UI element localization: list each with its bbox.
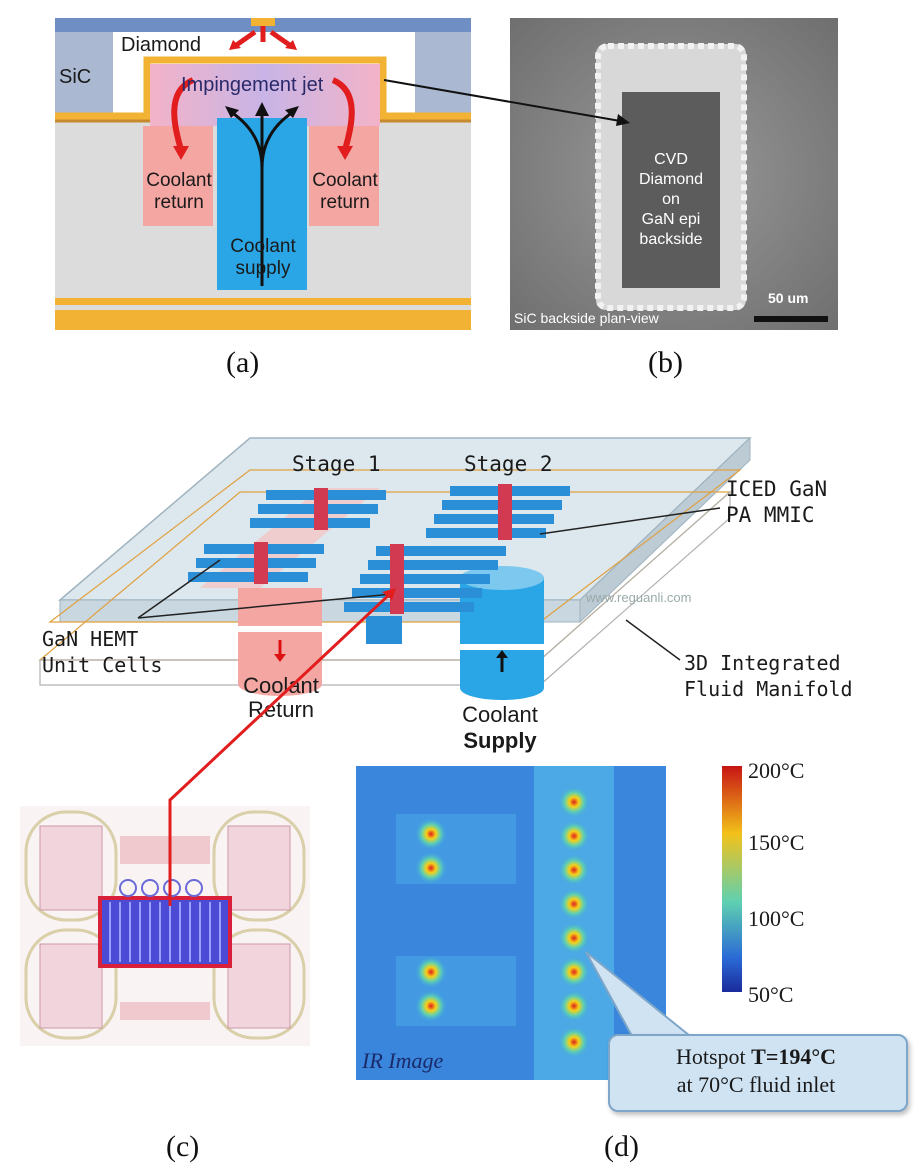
bottom-gold-1 (55, 298, 471, 305)
label-stage-1: Stage 1 (292, 452, 381, 476)
hotspots (415, 786, 590, 1058)
callout-line-2: at 70°C fluid inlet (676, 1072, 836, 1097)
label-stage-2: Stage 2 (464, 452, 553, 476)
watermark: www.reguanli.com (586, 590, 692, 605)
panel-b-sem: CVD Diamond on GaN epi backside 50 um Si… (510, 18, 838, 330)
temperature-colorbar (722, 766, 742, 992)
scale-bar (754, 316, 828, 322)
label-footer: SiC backside plan-view (514, 310, 659, 326)
bottom-gold-2 (55, 310, 471, 330)
heat-source (251, 18, 275, 26)
label-scale: 50 um (768, 290, 809, 306)
ir-thermal-image (356, 766, 666, 1080)
return-arrow-left (171, 77, 195, 151)
panel-c-layout (20, 806, 310, 1046)
caption-d: (d) (604, 1130, 639, 1163)
colorbar-tick-150: 150°C (748, 830, 805, 855)
callout-line-1: Hotspot T=194°C (675, 1044, 837, 1069)
mmic-layout (24, 810, 306, 1040)
label-diamond: Diamond (121, 34, 202, 56)
colorbar-tick-200: 200°C (748, 758, 805, 783)
label-ir-image: IR Image (362, 1048, 444, 1073)
sic-left (55, 32, 113, 116)
hotspot-callout (608, 1034, 908, 1112)
sic-right (415, 32, 471, 116)
gold-seal-line (55, 56, 471, 120)
colorbar-tick-100: 100°C (748, 906, 805, 931)
label-impingement-jet: Impingement jet (181, 74, 324, 96)
caption-c: (c) (166, 1130, 200, 1163)
link-arrow-a-b (383, 79, 630, 126)
label-cvd-diamond: CVD Diamond on GaN epi backside (638, 151, 704, 248)
panel-d-ir: IR Image (356, 766, 666, 1080)
pocket-floor (622, 92, 720, 288)
hemt-highlight (98, 896, 232, 968)
jet-cross-section (55, 18, 471, 330)
caption-a: (a) (226, 346, 260, 379)
return-arrow-right (331, 77, 355, 151)
caption-b: (b) (648, 346, 683, 379)
colorbar-tick-50: 50°C (748, 982, 794, 1007)
sem-image (510, 18, 838, 330)
label-sic: SiC (59, 66, 92, 88)
hemt-fingers-stage1 (188, 488, 386, 584)
